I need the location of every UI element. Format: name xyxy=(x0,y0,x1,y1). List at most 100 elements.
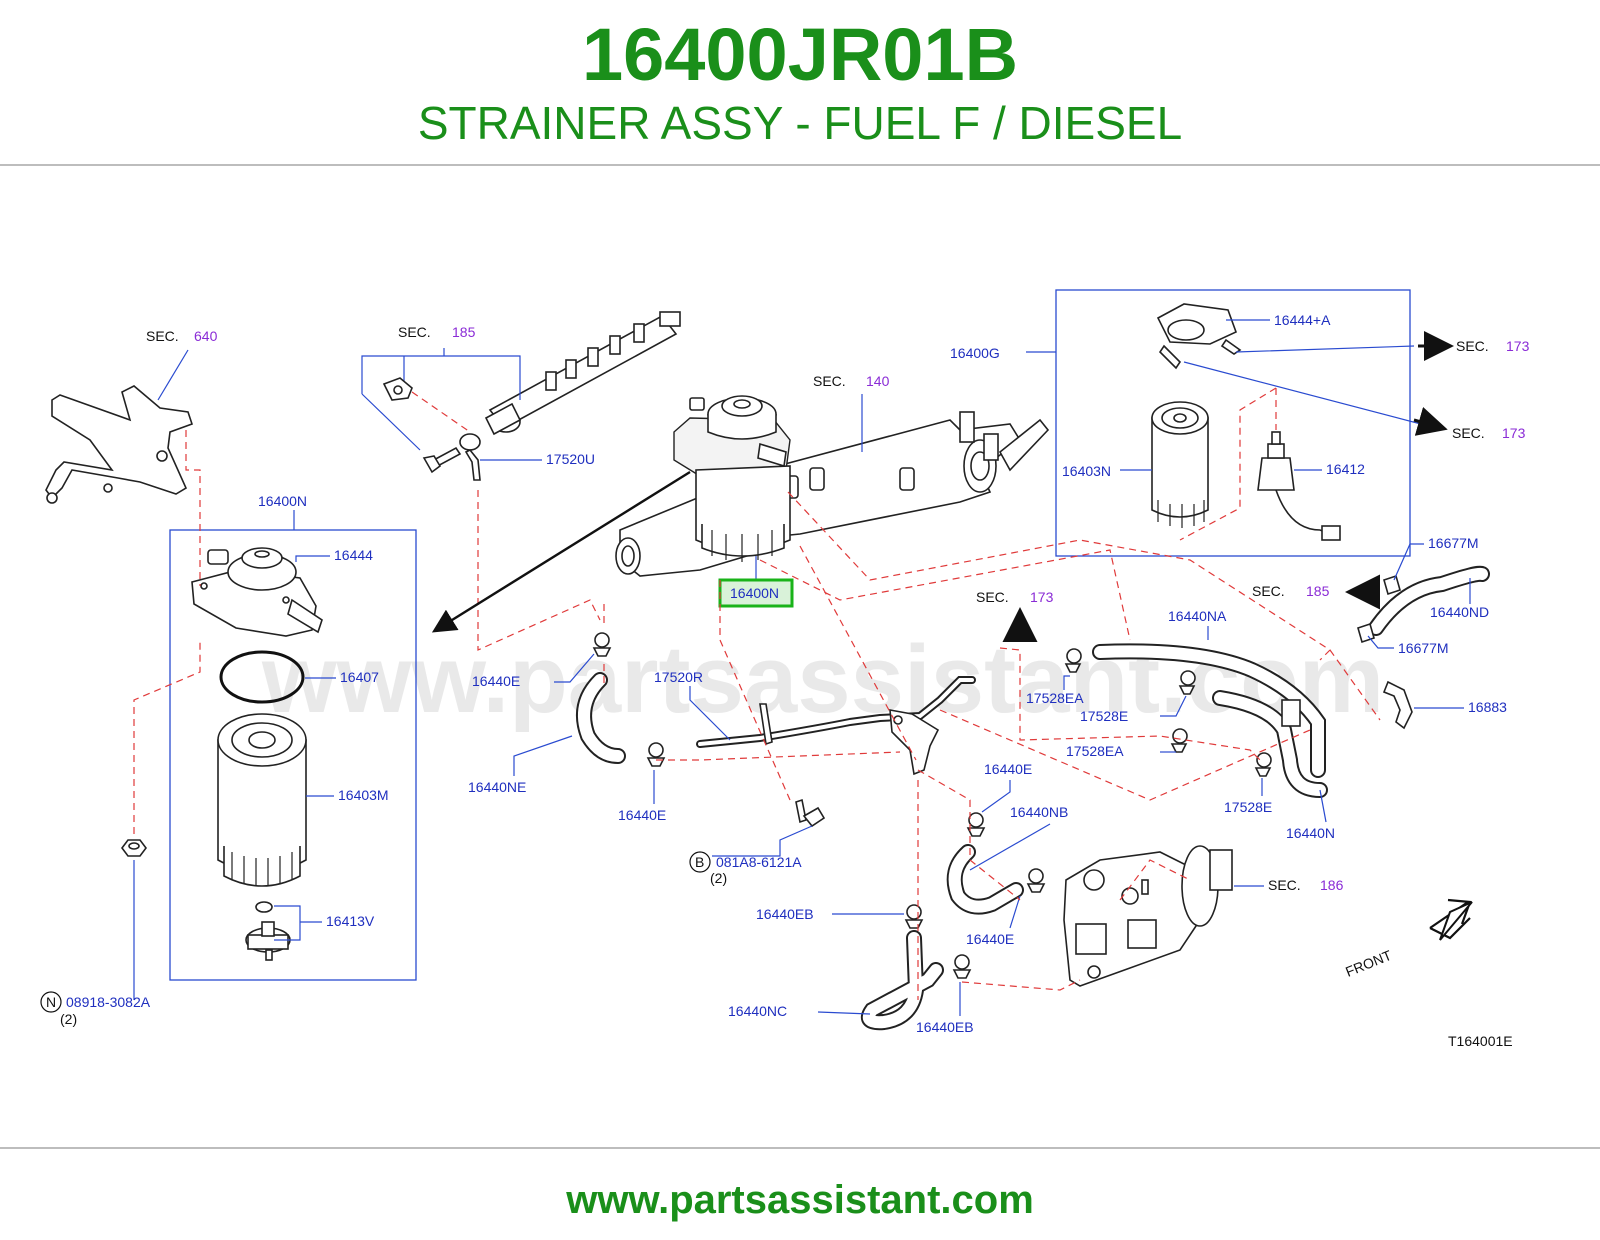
label-16677M-a[interactable]: 16677M xyxy=(1428,535,1479,551)
clip-part[interactable] xyxy=(382,377,413,401)
clip-16883[interactable] xyxy=(1382,680,1413,730)
clamp-16677M-a[interactable] xyxy=(1383,574,1401,596)
clamp-16440E-a[interactable] xyxy=(592,632,612,657)
pipe-17520R[interactable] xyxy=(696,676,976,776)
injection-pump-part[interactable] xyxy=(1063,845,1233,987)
drain-seal[interactable] xyxy=(255,901,273,913)
label-16444[interactable]: 16444 xyxy=(334,547,373,563)
label-16883[interactable]: 16883 xyxy=(1468,699,1507,715)
label-16440EB-a[interactable]: 16440EB xyxy=(756,906,814,922)
drain-plug-16413V[interactable] xyxy=(245,921,291,961)
label-17528E-b[interactable]: 17528E xyxy=(1224,799,1272,815)
group-box-16400G xyxy=(1055,289,1411,557)
label-17528E-a[interactable]: 17528E xyxy=(1080,708,1128,724)
n-badge xyxy=(40,991,62,1013)
banjo-17520U[interactable] xyxy=(459,433,481,481)
page-header: 16400JR01B STRAINER ASSY - FUEL F / DIES… xyxy=(0,0,1600,170)
strainer-assy-16400N[interactable] xyxy=(673,395,791,562)
sec-label: SEC. xyxy=(146,328,179,344)
hose-16440NC[interactable] xyxy=(861,930,944,1031)
section-640[interactable]: 640 xyxy=(194,328,218,344)
filter-element-16403N[interactable] xyxy=(1151,401,1209,528)
footer-site-link[interactable]: www.partsassistant.com xyxy=(566,1178,1034,1222)
label-16440E-b[interactable]: 16440E xyxy=(618,807,666,823)
label-16440NB[interactable]: 16440NB xyxy=(1010,804,1068,820)
label-16400G[interactable]: 16400G xyxy=(950,345,1000,361)
hose-16440NE[interactable] xyxy=(576,672,626,764)
hose-16440NA[interactable] xyxy=(1092,643,1328,798)
label-16413V[interactable]: 16413V xyxy=(326,913,375,929)
leader-line xyxy=(1367,635,1394,649)
bolt-081A8[interactable] xyxy=(795,798,826,828)
quantity-08918: (2) xyxy=(60,1011,77,1027)
label-16440EB-b[interactable]: 16440EB xyxy=(916,1019,974,1035)
label-17528EA-a[interactable]: 17528EA xyxy=(1026,690,1084,706)
b-badge-letter: B xyxy=(695,854,704,870)
section-173-b[interactable]: 173 xyxy=(1502,425,1526,441)
label-17520R[interactable]: 17520R xyxy=(654,669,703,685)
section-185-right[interactable]: 185 xyxy=(1306,583,1330,599)
clamp-17528E-b[interactable] xyxy=(1254,752,1272,777)
sensor-16412[interactable] xyxy=(1257,431,1341,541)
callout-arrow xyxy=(431,470,691,633)
clamp-17528EA-a[interactable] xyxy=(1064,648,1082,673)
clamp-16440EB-b[interactable] xyxy=(952,954,972,979)
label-16440NE[interactable]: 16440NE xyxy=(468,779,526,795)
b-badge xyxy=(689,851,711,873)
label-16400N-highlighted[interactable]: 16400N xyxy=(730,585,779,601)
hose-16440NB[interactable] xyxy=(946,844,1024,915)
leader-line xyxy=(554,653,595,683)
clamp-16440EB-a[interactable] xyxy=(904,904,924,929)
label-081A8-6121A[interactable]: 081A8-6121A xyxy=(716,854,802,870)
label-16407[interactable]: 16407 xyxy=(340,669,379,685)
dashed-leader xyxy=(961,859,1191,991)
section-186[interactable]: 186 xyxy=(1320,877,1344,893)
o-ring-16407[interactable] xyxy=(219,650,305,704)
label-16440ND[interactable]: 16440ND xyxy=(1430,604,1489,620)
front-direction-arrow-icon xyxy=(1429,898,1473,941)
label-17528EA-b[interactable]: 17528EA xyxy=(1066,743,1124,759)
clamp-16440E-d[interactable] xyxy=(1026,868,1046,893)
label-08918-3082A[interactable]: 08918-3082A xyxy=(66,994,151,1010)
label-16440NA[interactable]: 16440NA xyxy=(1168,608,1227,624)
section-173-a[interactable]: 173 xyxy=(1506,338,1530,354)
label-17520U[interactable]: 17520U xyxy=(546,451,595,467)
label-16444A[interactable]: 16444+A xyxy=(1274,312,1331,328)
clamp-16440E-b[interactable] xyxy=(646,742,666,767)
watermark-text: www.partsassistant.com xyxy=(261,626,1384,733)
label-16412[interactable]: 16412 xyxy=(1326,461,1365,477)
bracket-part[interactable] xyxy=(45,385,194,504)
leader-line xyxy=(274,905,322,941)
label-16403N[interactable]: 16403N xyxy=(1062,463,1111,479)
hose-16440ND[interactable] xyxy=(1368,565,1490,636)
bolt-part[interactable] xyxy=(422,446,462,474)
leader-line xyxy=(513,735,573,776)
section-173-c[interactable]: 173 xyxy=(1030,589,1054,605)
leader-line xyxy=(689,686,731,741)
fuel-rail-part[interactable] xyxy=(484,311,681,436)
filter-head-16444[interactable] xyxy=(191,547,323,637)
part-description: STRAINER ASSY - FUEL F / DIESEL xyxy=(417,97,1183,149)
group-box-16400N xyxy=(169,529,417,981)
dashed-leader xyxy=(787,491,1381,721)
label-16400N-group[interactable]: 16400N xyxy=(258,493,307,509)
section-140[interactable]: 140 xyxy=(866,373,890,389)
clamp-17528E-a[interactable] xyxy=(1178,670,1196,695)
clamp-17528EA-b[interactable] xyxy=(1170,728,1188,753)
label-16440N-hose[interactable]: 16440N xyxy=(1286,825,1335,841)
sec-label: SEC. xyxy=(1456,338,1489,354)
label-16440E-a[interactable]: 16440E xyxy=(472,673,520,689)
label-16403M[interactable]: 16403M xyxy=(338,787,389,803)
clamp-16440E-c[interactable] xyxy=(966,812,986,837)
sec-label: SEC. xyxy=(1268,877,1301,893)
filter-element-16403M[interactable] xyxy=(217,713,307,887)
label-16440E-c[interactable]: 16440E xyxy=(984,761,1032,777)
clamp-16677M-b[interactable] xyxy=(1357,622,1375,644)
label-16440E-d[interactable]: 16440E xyxy=(966,931,1014,947)
nut-08918[interactable] xyxy=(121,839,147,857)
section-185-top[interactable]: 185 xyxy=(452,324,476,340)
label-16677M-b[interactable]: 16677M xyxy=(1398,640,1449,656)
filter-head-16444A[interactable] xyxy=(1156,303,1242,370)
label-16440NC[interactable]: 16440NC xyxy=(728,1003,787,1019)
arrow-to-sec173 xyxy=(1413,406,1448,436)
